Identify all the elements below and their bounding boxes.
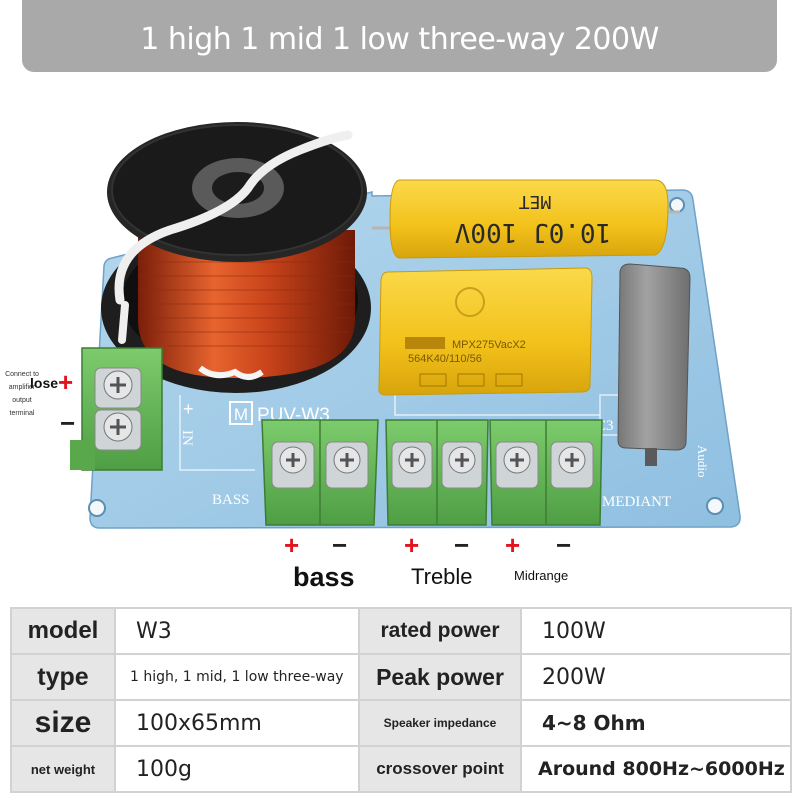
input-minus-sign: − bbox=[60, 408, 76, 438]
screw-icon bbox=[94, 367, 142, 409]
spec-label-type: type bbox=[10, 653, 116, 701]
bass-minus-sign: − bbox=[332, 530, 348, 560]
cap2-line1: MPX275VacX2 bbox=[452, 339, 526, 351]
screw-icon bbox=[271, 441, 315, 489]
treble-terminal bbox=[385, 419, 489, 526]
table-row: net weight 100g crossover point Around 8… bbox=[10, 745, 792, 793]
bass-label: bass bbox=[293, 562, 355, 592]
spec-value-net-weight: 100g bbox=[114, 745, 360, 793]
mounting-hole bbox=[706, 497, 724, 515]
title-banner: 1 high 1 mid 1 low three-way 200W bbox=[22, 0, 777, 72]
cap2-line2: 564K40/110/56 bbox=[408, 353, 482, 365]
input-plus-label: lose bbox=[30, 375, 59, 391]
midrange-terminal bbox=[489, 419, 603, 526]
cap-value-text: 10.0J 100V bbox=[455, 217, 612, 247]
treble-label: Treble bbox=[411, 564, 473, 589]
screw-icon bbox=[550, 441, 594, 489]
input-plus-sign: + bbox=[58, 367, 74, 397]
screw-icon bbox=[94, 409, 142, 451]
midrange-label: Midrange bbox=[514, 568, 569, 583]
silk-mediant: MEDIANT bbox=[602, 494, 671, 510]
svg-text:M: M bbox=[234, 405, 248, 424]
spec-label-model: model bbox=[10, 607, 116, 655]
cap-maker-text: MET bbox=[519, 191, 552, 212]
product-photo: M PUV-W3 BASS MEDIANT C3 Audio IN + + T bbox=[70, 122, 741, 529]
spec-value-impedance: 4~8 Ohm bbox=[520, 699, 792, 747]
screw-icon bbox=[441, 441, 483, 489]
spec-value-model: W3 bbox=[114, 607, 360, 655]
spec-value-size: 100x65mm bbox=[114, 699, 360, 747]
silk-audio: Audio bbox=[695, 445, 710, 478]
treble-minus-sign: − bbox=[454, 530, 470, 560]
spec-label-net-weight: net weight bbox=[10, 745, 116, 793]
screw-icon bbox=[325, 441, 369, 489]
ceramic-resistor bbox=[617, 263, 691, 466]
silk-bass: BASS bbox=[212, 492, 250, 508]
spec-table: model W3 rated power 100W type 1 high, 1… bbox=[10, 607, 792, 793]
banner-title: 1 high 1 mid 1 low three-way 200W bbox=[140, 22, 659, 57]
input-terminal bbox=[70, 347, 163, 471]
screw-icon bbox=[391, 441, 433, 489]
spec-value-crossover: Around 800Hz~6000Hz bbox=[520, 745, 792, 793]
spec-label-rated-power: rated power bbox=[358, 607, 522, 655]
bass-terminal bbox=[261, 419, 379, 526]
spec-value-type: 1 high, 1 mid, 1 low three-way bbox=[114, 653, 360, 701]
input-note: Connect to amplifier output terminal bbox=[5, 371, 39, 417]
spec-label-size: size bbox=[10, 699, 116, 747]
screw-icon bbox=[495, 441, 539, 489]
box-capacitor: MPX275VacX2 564K40/110/56 bbox=[378, 267, 593, 396]
spec-label-impedance: Speaker impedance bbox=[358, 699, 522, 747]
inductor-coil bbox=[101, 122, 371, 393]
spec-label-peak-power: Peak power bbox=[358, 653, 522, 701]
bass-plus-sign: + bbox=[284, 530, 300, 560]
mid-plus-sign: + bbox=[505, 530, 521, 560]
spec-label-crossover: crossover point bbox=[358, 745, 522, 793]
svg-text:+: + bbox=[183, 399, 194, 419]
spec-value-rated-power: 100W bbox=[520, 607, 792, 655]
tubular-capacitor: 10.0J 100V MET bbox=[372, 179, 680, 259]
mounting-hole bbox=[669, 197, 685, 213]
treble-plus-sign: + bbox=[404, 530, 420, 560]
table-row: size 100x65mm Speaker impedance 4~8 Ohm bbox=[10, 699, 792, 747]
mid-minus-sign: − bbox=[556, 530, 572, 560]
table-row: model W3 rated power 100W bbox=[10, 607, 792, 655]
table-row: type 1 high, 1 mid, 1 low three-way Peak… bbox=[10, 653, 792, 701]
spec-value-peak-power: 200W bbox=[520, 653, 792, 701]
silk-in: IN bbox=[179, 430, 195, 446]
mounting-hole bbox=[88, 499, 106, 517]
